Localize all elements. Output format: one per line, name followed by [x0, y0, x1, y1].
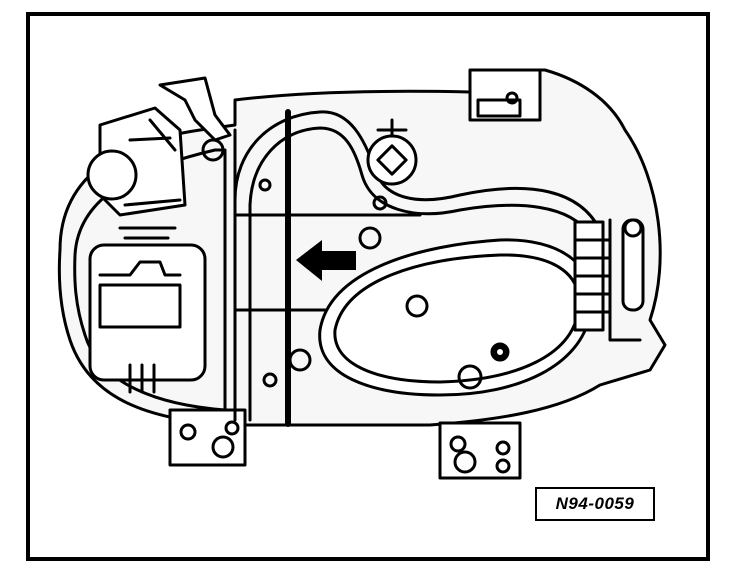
figure-reference-label: N94-0059: [535, 487, 655, 521]
top-right-bracket-slot: [476, 98, 522, 118]
top-right-bracket: [468, 68, 542, 122]
direction-arrow: [296, 240, 356, 281]
actuator-knob: [366, 134, 418, 186]
bottom-right-hole-3: [495, 440, 511, 456]
top-right-bracket-hole: [505, 91, 519, 105]
bottom-right-hole-4: [495, 458, 511, 474]
bottom-right-hole-1: [449, 435, 467, 453]
direction-arrow-shaft: [318, 251, 356, 270]
pivot-1: [201, 138, 225, 162]
pivot-5: [372, 195, 388, 211]
flap-hole-2: [457, 364, 483, 390]
flap-hole-1: [405, 294, 429, 318]
top-left-bracket: [158, 76, 232, 142]
bottom-left-hole-1: [179, 423, 197, 441]
bottom-left-hole-2: [211, 435, 235, 459]
direction-arrow-head: [296, 240, 322, 281]
left-connector-inner: [98, 283, 182, 329]
inner-wall-vertical: [233, 128, 252, 422]
actuator-knob-square: [376, 144, 408, 176]
left-connector-tab: [98, 260, 182, 277]
right-wall: [608, 218, 642, 342]
motor-cap: [86, 149, 138, 201]
actuator-knob-top: [376, 118, 408, 138]
pivot-4: [262, 372, 278, 388]
bottom-left-hole-3: [224, 420, 240, 436]
pivot-6: [258, 178, 272, 192]
right-post-cap: [623, 218, 643, 238]
left-wires: [118, 226, 177, 394]
bottom-right-hole-2: [453, 450, 477, 474]
air-channel-loop-inner: [248, 126, 592, 237]
flap-rivet-center: [497, 349, 503, 355]
motor-detail: [123, 118, 182, 207]
right-grille-slots: [573, 238, 612, 314]
pivot-2: [358, 226, 382, 250]
housing-drawing: [57, 68, 667, 480]
